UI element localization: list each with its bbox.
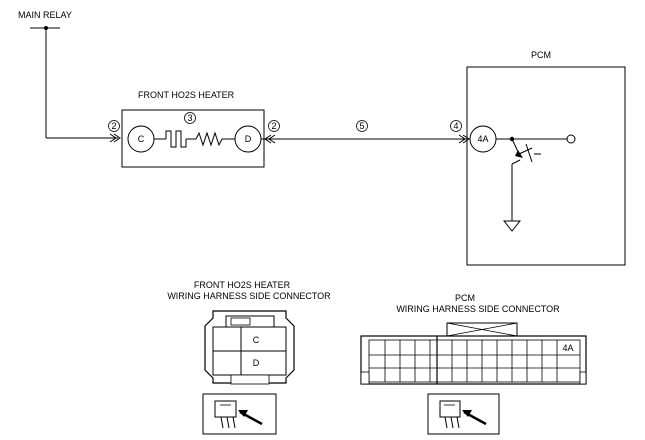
pcm-title: PCM <box>531 50 551 60</box>
heater-marker-right-text: 2 <box>271 121 276 131</box>
pcm-terminal-marker-text: 4 <box>453 121 458 131</box>
heater-title: FRONT HO2S HEATER <box>138 90 235 100</box>
pcm-connector-title-2: WIRING HARNESS SIDE CONNECTOR <box>396 304 560 314</box>
heater-marker-left-text: 2 <box>111 121 116 131</box>
pcm-connector-pin-4a: 4A <box>562 343 573 353</box>
pcm-terminal-4a: 4A <box>469 125 497 153</box>
pcm-connector-face <box>360 322 587 385</box>
pcm-box <box>466 66 626 266</box>
heater-terminal-d-label: D <box>245 134 252 144</box>
heater-connector-pin-d: D <box>253 358 260 368</box>
pcm-connector-view-icon <box>427 393 500 435</box>
heater-connector-title-1: FRONT HO2S HEATER <box>194 280 291 290</box>
wire-marker-text: 5 <box>359 121 364 131</box>
pcm-terminal-marker: 4 <box>450 120 462 132</box>
heater-connector-title-2: WIRING HARNESS SIDE CONNECTOR <box>167 291 331 301</box>
heater-element-symbol <box>154 130 235 148</box>
heater-terminal-c: C <box>127 125 155 153</box>
heater-element-marker-text: 3 <box>187 113 192 123</box>
heater-terminal-d: D <box>234 125 262 153</box>
heater-marker-left: 2 <box>108 120 120 132</box>
heater-connector-face <box>204 310 295 385</box>
main-relay-label: MAIN RELAY <box>18 10 72 20</box>
wire-marker: 5 <box>356 120 368 132</box>
heater-marker-right: 2 <box>268 120 280 132</box>
pcm-connector-title-1: PCM <box>455 293 475 303</box>
heater-element-marker: 3 <box>184 112 196 124</box>
pcm-terminal-4a-label: 4A <box>477 134 488 144</box>
heater-connector-view-icon <box>202 393 277 435</box>
pcm-transistor-circuit <box>496 134 576 232</box>
main-relay-feed <box>30 26 121 143</box>
heater-terminal-c-label: C <box>138 134 145 144</box>
heater-connector-pin-c: C <box>253 335 260 345</box>
wire-heater-to-pcm <box>261 134 470 144</box>
